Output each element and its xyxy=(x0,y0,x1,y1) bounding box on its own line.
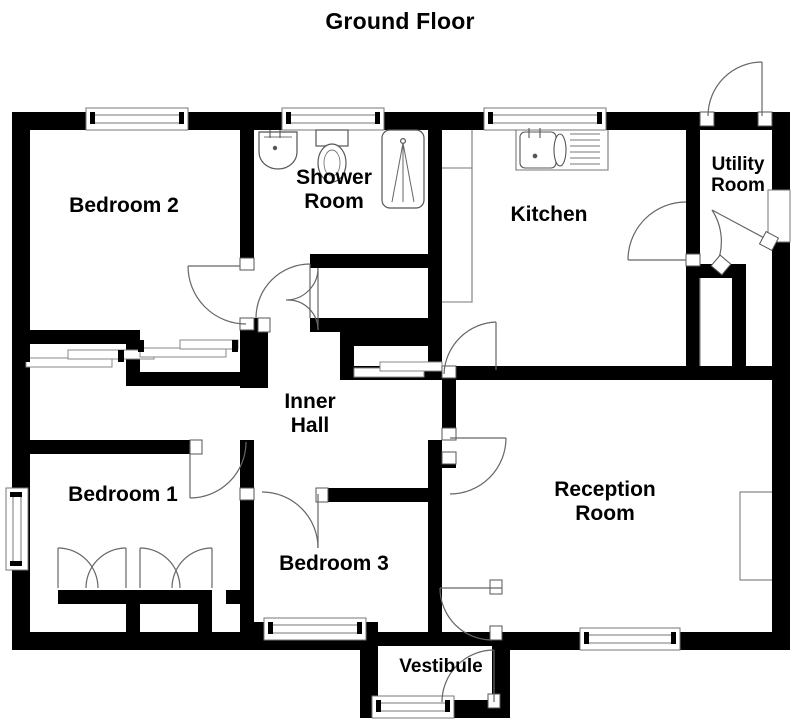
door-utility-external-north xyxy=(699,61,773,127)
door-bedroom-3 xyxy=(239,487,329,549)
wardrobes xyxy=(24,339,239,589)
kitchen-worktop xyxy=(442,130,609,303)
wardrobe-bedroom-1-left xyxy=(57,547,127,589)
sanitary-fixtures xyxy=(258,129,425,209)
kitchen-fittings xyxy=(442,128,609,303)
door-shower-room xyxy=(255,263,311,333)
window-vestibule-south xyxy=(371,695,455,719)
misc-features xyxy=(699,278,772,581)
reception-alcove xyxy=(739,491,772,581)
door-cupboard-upper xyxy=(285,267,319,331)
wardrobe-sliding-right xyxy=(138,339,239,358)
door-kitchen-hall xyxy=(441,321,497,379)
door-utility-south xyxy=(710,254,732,276)
door-bedroom-1 xyxy=(189,439,247,499)
toilet-icon xyxy=(315,129,349,183)
door-vestibule-external xyxy=(441,649,501,709)
wash-basin-icon xyxy=(258,130,298,170)
door-reception-room xyxy=(441,427,507,495)
shower-cubicle-icon xyxy=(381,129,425,209)
kitchen-sink-icon xyxy=(519,128,600,169)
wardrobe-bedroom-1-right xyxy=(139,547,213,589)
window-bedroom-1-west xyxy=(5,487,29,571)
door-bedroom-2 xyxy=(187,257,255,331)
windows xyxy=(5,107,791,719)
door-vestibule-reception xyxy=(439,579,503,641)
door-kitchen-utility xyxy=(627,201,701,267)
window-reception-room-south xyxy=(579,627,681,651)
window-shower-room-north xyxy=(281,107,385,131)
window-utility-room-east xyxy=(767,189,791,243)
window-kitchen-north xyxy=(483,107,607,131)
door-utility-side-east xyxy=(711,209,780,267)
doors xyxy=(187,61,780,709)
window-bedroom-3-south xyxy=(263,617,367,641)
window-bedroom-2-north xyxy=(85,107,189,131)
page-title: Ground Floor xyxy=(325,8,475,34)
